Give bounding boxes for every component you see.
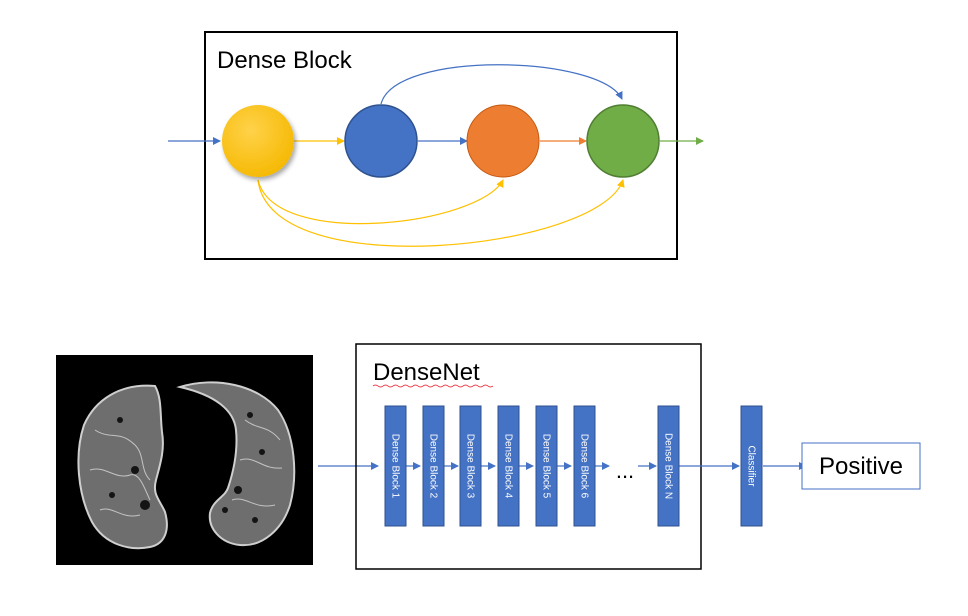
blue-node [344, 104, 418, 178]
densenet-title: DenseNet [373, 359, 480, 386]
ellipsis-label: ... [616, 458, 634, 483]
dense-block-5: Dense Block 5 [535, 405, 558, 527]
dense-block-4-label: Dense Block 4 [503, 434, 514, 499]
right-lung-shape [176, 381, 296, 547]
classifier-label: Classifier [746, 445, 757, 487]
dense-block-2-label: Dense Block 2 [428, 434, 439, 499]
orange-node [466, 104, 540, 178]
dense-block-6-label: Dense Block 6 [579, 434, 590, 499]
green-node [586, 104, 660, 178]
densenet-frame [355, 343, 702, 570]
dense-block-3: Dense Block 3 [459, 405, 482, 527]
dense-block-5-label: Dense Block 5 [541, 434, 552, 499]
yellow-node [222, 105, 294, 177]
dense-block-4: Dense Block 4 [497, 405, 520, 527]
lung-ct-scan-image [56, 355, 313, 565]
dense-block-n-label: Dense Block N [663, 433, 674, 499]
dense-block-1-label: Dense Block 1 [390, 434, 401, 499]
dense-block-n: Dense Block N [657, 405, 680, 527]
dense-block-1: Dense Block 1 [384, 405, 407, 527]
output-box: Positive [801, 442, 921, 490]
skip-edge-yellow-to-orange [257, 179, 504, 225]
spellcheck-underline [372, 384, 494, 388]
skip-edge-blue-to-green [380, 64, 623, 105]
densenet-panel: DenseNet Dense Block 1 Dense Block 2 Den… [355, 343, 807, 570]
dense-block-6: Dense Block 6 [573, 405, 596, 527]
dense-block-panel: Dense Block [168, 31, 704, 260]
dense-block-title: Dense Block [217, 47, 353, 74]
dense-block-3-label: Dense Block 3 [465, 434, 476, 499]
output-label: Positive [819, 453, 903, 480]
classifier-block: Classifier [740, 405, 763, 527]
skip-edge-yellow-to-green [257, 179, 625, 247]
lung-texture [89, 419, 283, 517]
lung-dark-spots [109, 412, 265, 523]
dense-block-2: Dense Block 2 [422, 405, 445, 527]
